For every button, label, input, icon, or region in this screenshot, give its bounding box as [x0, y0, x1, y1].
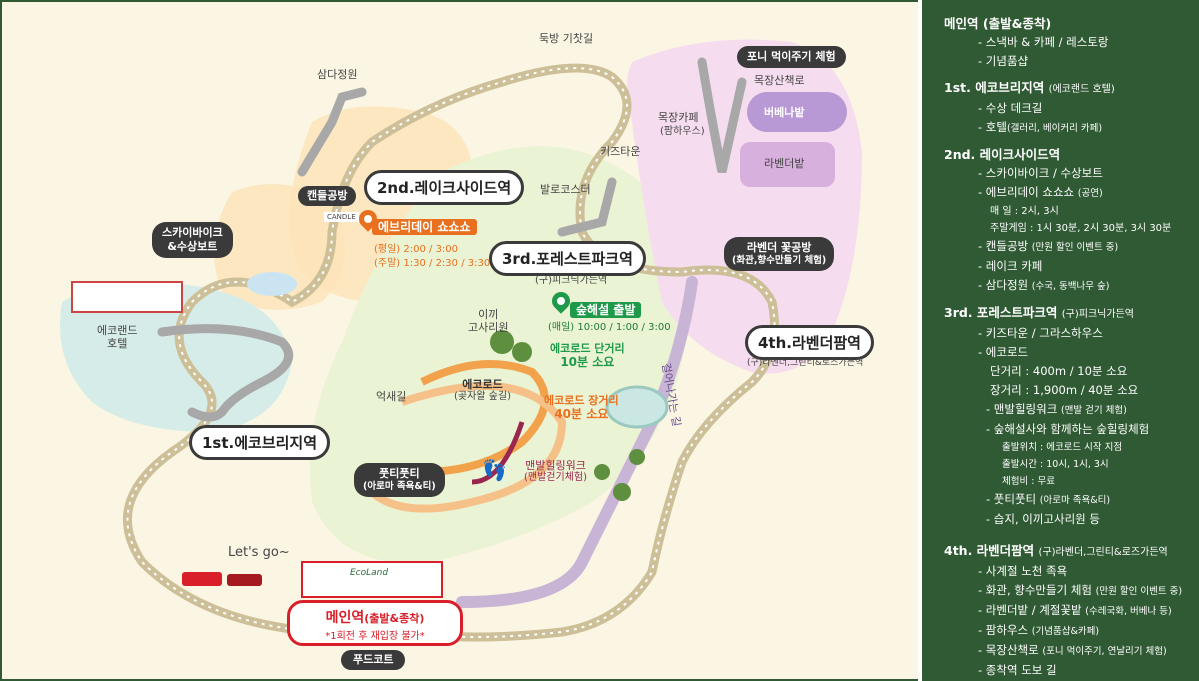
- guide-item: - 숲해설사와 함께하는 숲힐링체험: [986, 422, 1150, 436]
- guide-heading: 4th. 라벤더팜역 (구)라벤더,그린티&로즈가든역: [944, 543, 1168, 558]
- guide-lavender-farm: 4th. 라벤더팜역 (구)라벤더,그린티&로즈가든역 - 사계절 노천 족욕 …: [944, 541, 1189, 680]
- guide-item: - 팜하우스 (기념품샵&카페): [978, 623, 1100, 637]
- main-station-paren: (출발&종착): [364, 612, 425, 625]
- lavender-field-label: 라벤더밭: [764, 157, 805, 170]
- guide-item: - 에브리데이 쇼쇼쇼 (공연): [978, 185, 1103, 199]
- guide-item: - 풋티풋티 (아로마 족욕&티): [986, 492, 1111, 506]
- guide-item: - 맨발힐링워크 (맨발 걷기 체험): [986, 402, 1127, 416]
- main-station-note: *1회전 후 재입장 불가*: [325, 631, 425, 642]
- forest-park-old-name: (구)피크닉가든역: [535, 275, 608, 286]
- ecoroad-short-distance: 단거리 : 400m / 10분 소요: [990, 364, 1128, 378]
- candle-workshop-label: 캔들공방: [298, 186, 357, 206]
- dukbang-rail-label: 둑방 기찻길: [539, 32, 594, 45]
- guide-main-station: 메인역 (출발&종착) - 스낵바 & 카페 / 레스토랑 - 기념품샵: [944, 14, 1189, 71]
- lavender-farm-old-name: (구)라벤더,그린티&로즈가든역: [747, 358, 864, 368]
- guide-heading: 메인역 (출발&종착): [944, 16, 1052, 31]
- guide-heading: 3rd. 포레스트파크역 (구)피크닉가든역: [944, 305, 1134, 320]
- guide-item: - 스낵바 & 카페 / 레스토랑: [978, 35, 1109, 49]
- eco-bridge-station[interactable]: 1st.에코브리지역: [189, 425, 331, 460]
- food-court-badge[interactable]: 푸드코트: [341, 650, 406, 670]
- skybike-boat-badge[interactable]: 스카이바이크&수상보트: [152, 222, 233, 258]
- guide-item: - 기념품샵: [978, 54, 1029, 68]
- show-weekend-times: (주말) 1:30 / 2:30 / 3:30: [374, 258, 491, 269]
- guide-item: - 라벤더밭 / 계절꽃밭 (수레국화, 버베나 등): [978, 603, 1172, 617]
- station-guide-sidebar: 메인역 (출발&종착) - 스낵바 & 카페 / 레스토랑 - 기념품샵 1st…: [918, 0, 1199, 681]
- footprints-icon: 👣: [482, 458, 507, 482]
- ecoland-sign: EcoLand: [350, 568, 389, 578]
- barefoot-walk-info: 맨발힐링워크(맨발걷기체험): [524, 459, 588, 484]
- guide-heading: 2nd. 레이크사이드역: [944, 147, 1061, 162]
- guide-heading: 1st. 에코브리지역 (에코랜드 호텔): [944, 80, 1115, 95]
- guide-lakeside: 2nd. 레이크사이드역 - 스카이바이크 / 수상보트 - 에브리데이 쇼쇼쇼…: [944, 145, 1189, 296]
- everyday-show-title: 에브리데이 쇼쇼쇼: [372, 219, 477, 236]
- guide-item: - 삼다정원 (수국, 동백나무 숲): [978, 278, 1110, 292]
- ranch-trail-label: 목장산책로: [754, 74, 805, 87]
- park-map: 둑방 기찻길 삼다정원 캔들공방 키즈타운 발로코스터 목장산책로 목장카페 (…: [0, 0, 918, 681]
- verbena-field-label: 버베나밭: [764, 106, 805, 119]
- main-station-name: 메인역: [325, 610, 365, 626]
- guide-item: - 화관, 향수만들기 체험 (만원 할인 이벤트 중): [978, 583, 1183, 597]
- tour-detail: 출발위치 : 에코로드 시작 지점: [1002, 442, 1123, 453]
- lavender-farm-station[interactable]: 4th.라벤더팜역: [745, 325, 874, 360]
- forest-tour-times: (매일) 10:00 / 1:00 / 3:00: [548, 322, 671, 333]
- eoksae-path-label: 억새길: [376, 390, 407, 403]
- lavender-workshop-badge[interactable]: 라벤더 꽃공방(화관,향수만들기 체험): [724, 237, 835, 271]
- show-weekday-times: (평일) 2:00 / 3:00: [374, 244, 459, 255]
- ecoroad-long-distance: 장거리 : 1,900m / 40분 소요: [990, 383, 1139, 397]
- guide-item: - 레이크 카페: [978, 259, 1043, 273]
- main-station[interactable]: 메인역(출발&종착) *1회전 후 재입장 불가*: [287, 600, 463, 646]
- guide-item: - 사계절 노천 족욕: [978, 564, 1068, 578]
- ecoroad-label: 에코로드(곶자왈 숲길): [454, 378, 511, 403]
- guide-forest-park: 3rd. 포레스트파크역 (구)피크닉가든역 - 키즈타운 / 그라스하우스 -…: [944, 303, 1189, 529]
- guide-item: - 에코로드: [978, 345, 1029, 359]
- guide-item: - 종착역 도보 길: [978, 663, 1057, 677]
- lakeside-station[interactable]: 2nd.레이크사이드역: [364, 170, 525, 205]
- tour-detail: 체험비 : 무료: [1002, 476, 1055, 487]
- guide-item: - 키즈타운 / 그라스하우스: [978, 326, 1103, 340]
- guide-item: - 목장산책로 (포니 먹이주기, 연날리기 체험): [978, 643, 1167, 657]
- guide-item: - 캔들공방 (만원 할인 이벤트 중): [978, 239, 1119, 253]
- guide-item: - 습지, 이끼고사리원 등: [986, 512, 1100, 526]
- guide-item: - 수상 데크길: [978, 101, 1043, 115]
- lets-go-label: Let's go~: [228, 545, 290, 560]
- show-schedule-daily: 매 일 : 2시, 3시: [990, 206, 1059, 217]
- forest-tour-title: 숲해설 출발: [570, 302, 642, 319]
- samda-garden-label: 삼다정원: [317, 68, 358, 81]
- tour-detail: 출발시간 : 10시, 1시, 3시: [1002, 459, 1109, 470]
- show-schedule-weekend: 주말게임 : 1시 30분, 2시 30분, 3시 30분: [990, 223, 1172, 234]
- balloon-coaster-label: 발로코스터: [540, 183, 591, 196]
- candle-sign: CANDLE: [324, 212, 359, 223]
- forest-park-station[interactable]: 3rd.포레스트파크역: [489, 241, 646, 276]
- guide-item: - 스카이바이크 / 수상보트: [978, 166, 1103, 180]
- ranch-cafe-label: 목장카페: [658, 111, 699, 124]
- map-background: [60, 39, 862, 642]
- pony-feeding-badge[interactable]: 포니 먹이주기 체험: [737, 46, 846, 68]
- kids-town-label: 키즈타운: [600, 145, 641, 158]
- farmhouse-label: (팜하우스): [660, 126, 705, 137]
- footy-footy-badge[interactable]: 풋티풋티(아로마 족욕&티): [354, 463, 445, 497]
- guide-ecobridge: 1st. 에코브리지역 (에코랜드 호텔) - 수상 데크길 - 호텔(갤러리,…: [944, 78, 1189, 138]
- guide-item: - 호텔(갤러리, 베이커리 카페): [978, 120, 1103, 134]
